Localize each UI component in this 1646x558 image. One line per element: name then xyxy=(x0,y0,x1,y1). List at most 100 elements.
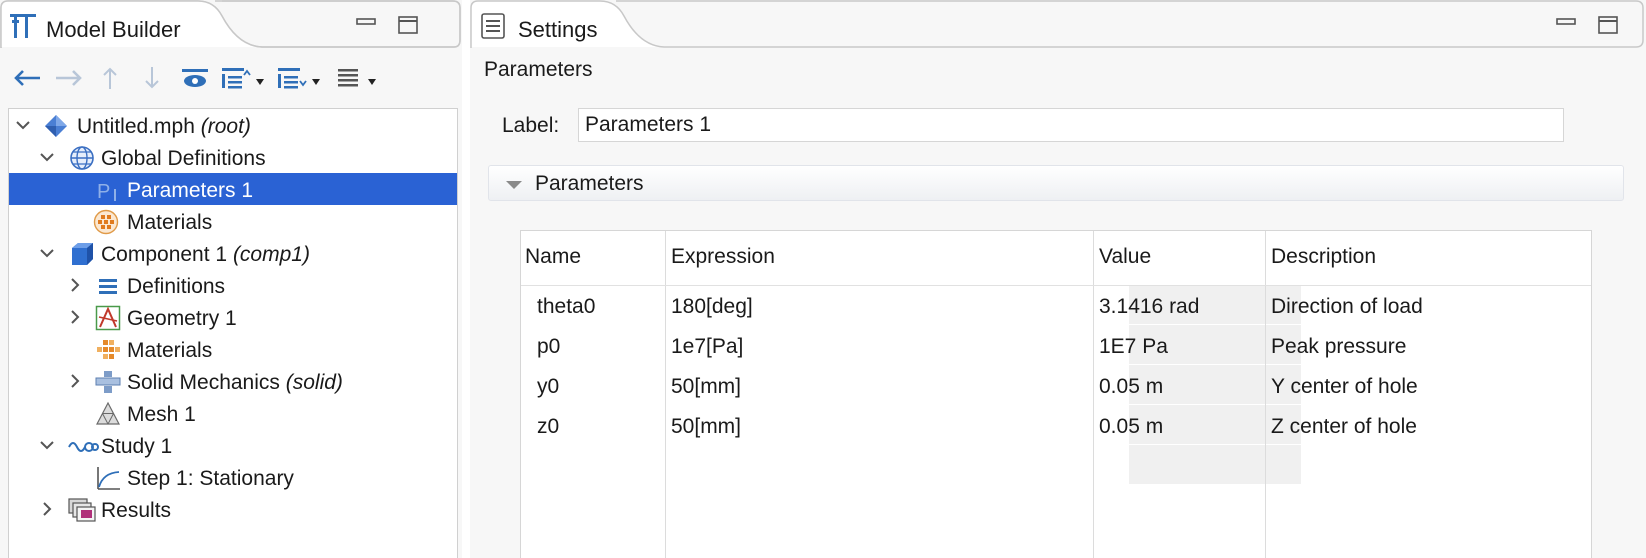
tree-item-component-1[interactable]: Component 1 (comp1) xyxy=(9,237,457,269)
settings-section-title: Parameters xyxy=(484,58,593,81)
cell-name[interactable]: z0 xyxy=(537,415,560,438)
settings-tab[interactable]: Settings xyxy=(470,0,1646,48)
value-cell xyxy=(1129,365,1301,405)
collapse-triangle-icon[interactable] xyxy=(505,180,523,190)
cell-value: 0.05 m xyxy=(1099,375,1164,398)
tree-item-materials[interactable]: Materials xyxy=(9,333,457,365)
show-icon[interactable] xyxy=(180,64,210,92)
maximize-icon[interactable] xyxy=(396,14,420,36)
cell-name[interactable]: theta0 xyxy=(537,295,596,318)
tree-item-label: Materials xyxy=(127,211,213,234)
cell-value: 3.1416 rad xyxy=(1099,295,1200,318)
section-header-label: Parameters xyxy=(535,172,644,195)
tree-item-label: Mesh 1 xyxy=(127,403,196,426)
cell-description[interactable]: Direction of load xyxy=(1271,295,1423,318)
column-separator[interactable] xyxy=(665,231,666,558)
cell-description[interactable]: Z center of hole xyxy=(1271,415,1417,438)
parameters-table: Name Expression Value Description theta0… xyxy=(520,230,1592,558)
tree-item-results[interactable]: Results xyxy=(9,493,457,525)
tree-item-definitions[interactable]: Definitions xyxy=(9,269,457,301)
tree-item-label: Results xyxy=(101,499,172,522)
chevron-down-icon[interactable] xyxy=(13,115,33,135)
tree-item-tag: (comp1) xyxy=(232,243,310,266)
column-header-expression[interactable]: Expression xyxy=(671,245,775,268)
settings-panel: Settings Parameters Label: Parameters Na… xyxy=(470,0,1646,558)
column-separator[interactable] xyxy=(1265,231,1266,558)
column-header-description[interactable]: Description xyxy=(1271,245,1377,268)
cell-expression[interactable]: 50[mm] xyxy=(671,415,742,438)
table-header-row: Name Expression Value Description xyxy=(521,231,1591,286)
tree-item-label: Geometry 1 xyxy=(127,307,237,330)
list-view-icon[interactable] xyxy=(336,64,380,92)
forward-arrow-icon[interactable] xyxy=(54,64,84,92)
cell-expression[interactable]: 50[mm] xyxy=(671,375,742,398)
tab-shape xyxy=(0,0,461,48)
tree-item-label: Untitled.mph xyxy=(77,115,195,138)
chevron-right-icon[interactable] xyxy=(37,499,57,519)
chevron-right-icon[interactable] xyxy=(65,275,85,295)
column-header-value[interactable]: Value xyxy=(1099,245,1152,268)
geometry-icon xyxy=(95,305,121,331)
settings-icon xyxy=(480,12,506,46)
move-up-icon[interactable] xyxy=(100,64,120,92)
tree-item-label: Solid Mechanics xyxy=(127,371,280,394)
move-down-icon[interactable] xyxy=(142,64,162,92)
stationary-step-icon xyxy=(97,467,120,490)
tree-item-global-definitions[interactable]: Global Definitions xyxy=(9,141,457,173)
label-input[interactable] xyxy=(578,108,1564,142)
column-separator[interactable] xyxy=(1093,231,1094,558)
back-arrow-icon[interactable] xyxy=(12,64,42,92)
cell-expression[interactable]: 180[deg] xyxy=(671,295,753,318)
solid-mechanics-icon xyxy=(95,371,121,393)
expand-all-icon[interactable] xyxy=(276,64,320,92)
value-cell xyxy=(1129,405,1301,445)
study-icon xyxy=(68,442,99,452)
tree-item-tag: (solid) xyxy=(285,371,343,394)
parameters-section-header[interactable]: Parameters xyxy=(488,165,1624,201)
tree-item-solid-mechanics[interactable]: Solid Mechanics (solid) xyxy=(9,365,457,397)
minimize-icon[interactable] xyxy=(354,14,378,36)
tree-item-study-1[interactable]: Study 1 xyxy=(9,429,457,461)
model-builder-title: Model Builder xyxy=(46,17,181,42)
model-builder-toolbar xyxy=(0,56,462,100)
tree-item-global-materials[interactable]: Materials xyxy=(9,205,457,237)
svg-text:P: P xyxy=(97,181,110,203)
definitions-icon xyxy=(99,279,117,294)
tree-item-mesh-1[interactable]: Mesh 1 xyxy=(9,397,457,429)
model-builder-tab[interactable]: Model Builder xyxy=(0,0,462,48)
cell-value: 1E7 Pa xyxy=(1099,335,1168,358)
maximize-icon[interactable] xyxy=(1596,14,1620,36)
tree-item-label: Materials xyxy=(127,339,213,362)
tree-item-label: Study 1 xyxy=(101,435,173,458)
collapse-all-icon[interactable] xyxy=(220,64,264,92)
chevron-right-icon[interactable] xyxy=(65,307,85,327)
tree-item-label: Parameters 1 xyxy=(127,179,254,202)
model-builder-panel: Model Builder xyxy=(0,0,462,558)
chevron-right-icon[interactable] xyxy=(65,371,85,391)
value-cell xyxy=(1129,445,1301,485)
column-header-name[interactable]: Name xyxy=(525,245,582,268)
cell-expression[interactable]: 1e7[Pa] xyxy=(671,335,744,358)
component-icon xyxy=(72,243,93,265)
chevron-down-icon[interactable] xyxy=(37,435,57,455)
cell-description[interactable]: Y center of hole xyxy=(1271,375,1418,398)
mph-file-icon xyxy=(45,115,67,137)
globe-icon xyxy=(70,146,94,170)
cell-name[interactable]: p0 xyxy=(537,335,561,358)
tree-item-root[interactable]: Untitled.mph (root) xyxy=(9,109,457,141)
tree-item-label: Component 1 xyxy=(101,243,228,266)
tree-item-geometry-1[interactable]: Geometry 1 xyxy=(9,301,457,333)
cell-description[interactable]: Peak pressure xyxy=(1271,335,1407,358)
cell-name[interactable]: y0 xyxy=(537,375,560,398)
tree-item-parameters-1[interactable]: P Parameters 1 xyxy=(9,173,457,205)
parameters-icon: P xyxy=(97,181,116,203)
minimize-icon[interactable] xyxy=(1554,14,1578,36)
chevron-down-icon[interactable] xyxy=(37,243,57,263)
tree-item-label: Definitions xyxy=(127,275,226,298)
model-tree: Untitled.mph (root) Global Definitions P… xyxy=(8,108,458,558)
mesh-icon xyxy=(96,401,120,425)
materials-icon xyxy=(97,340,120,359)
tree-item-label: Global Definitions xyxy=(101,147,266,170)
chevron-down-icon[interactable] xyxy=(37,147,57,167)
tree-item-step-1-stationary[interactable]: Step 1: Stationary xyxy=(9,461,457,493)
